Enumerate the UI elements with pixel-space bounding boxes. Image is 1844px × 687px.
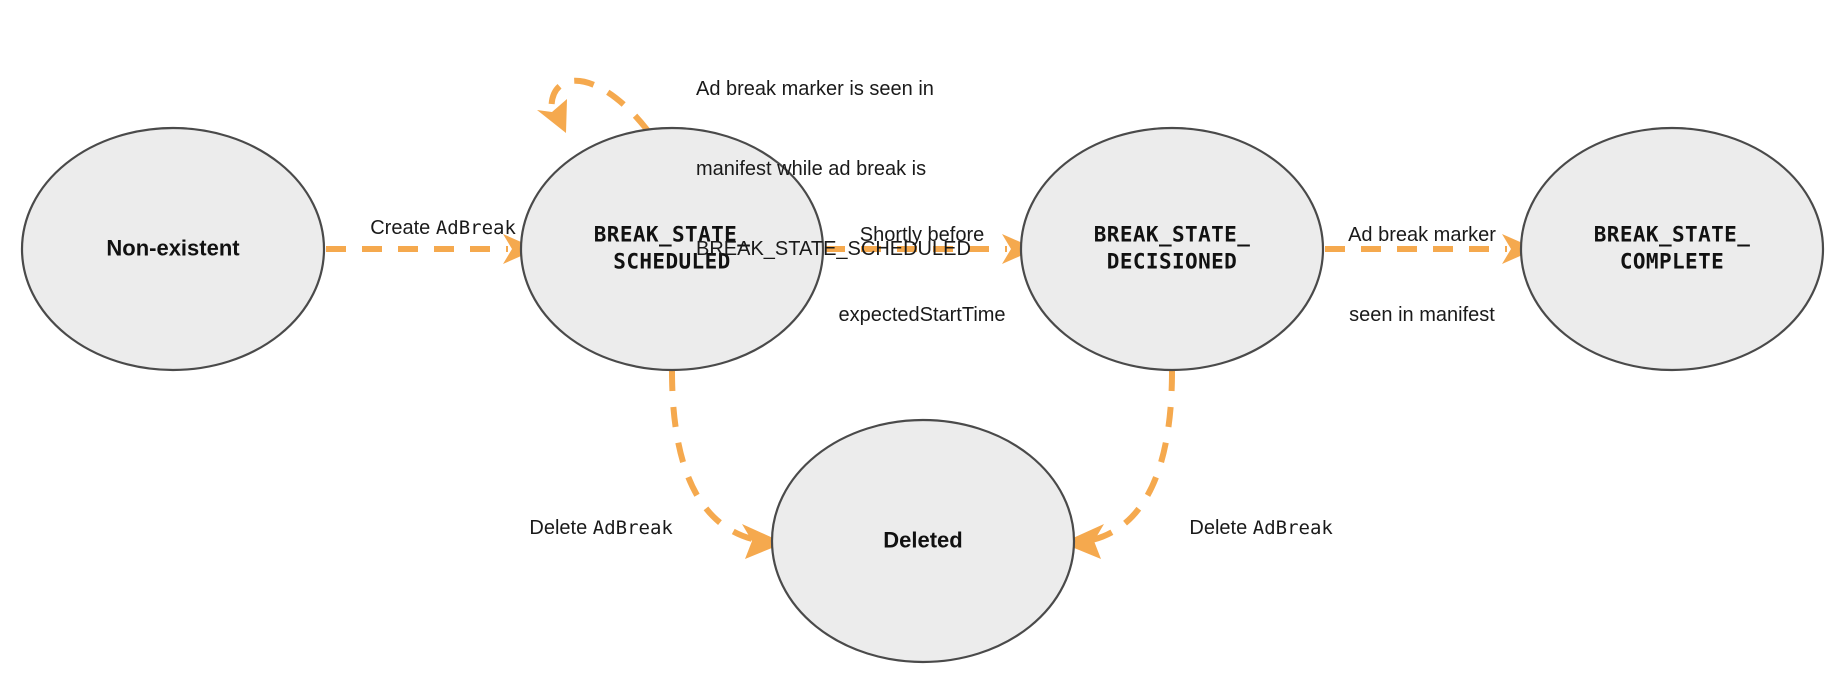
edge-self-loop-scheduled: [537, 77, 651, 133]
edge-create-adbreak: [326, 234, 537, 264]
node-non-existent[interactable]: [20, 126, 326, 372]
node-deleted[interactable]: [770, 418, 1076, 664]
edge-scheduled-to-deleted: [669, 370, 784, 559]
edge-decisioned-to-deleted: [1062, 370, 1175, 559]
edge-decisioned-to-complete: [1325, 234, 1536, 264]
edge-scheduled-to-decisioned: [825, 234, 1036, 264]
node-break-state-decisioned[interactable]: [1019, 126, 1325, 372]
node-break-state-scheduled[interactable]: [519, 126, 825, 372]
node-break-state-complete[interactable]: [1519, 126, 1825, 372]
